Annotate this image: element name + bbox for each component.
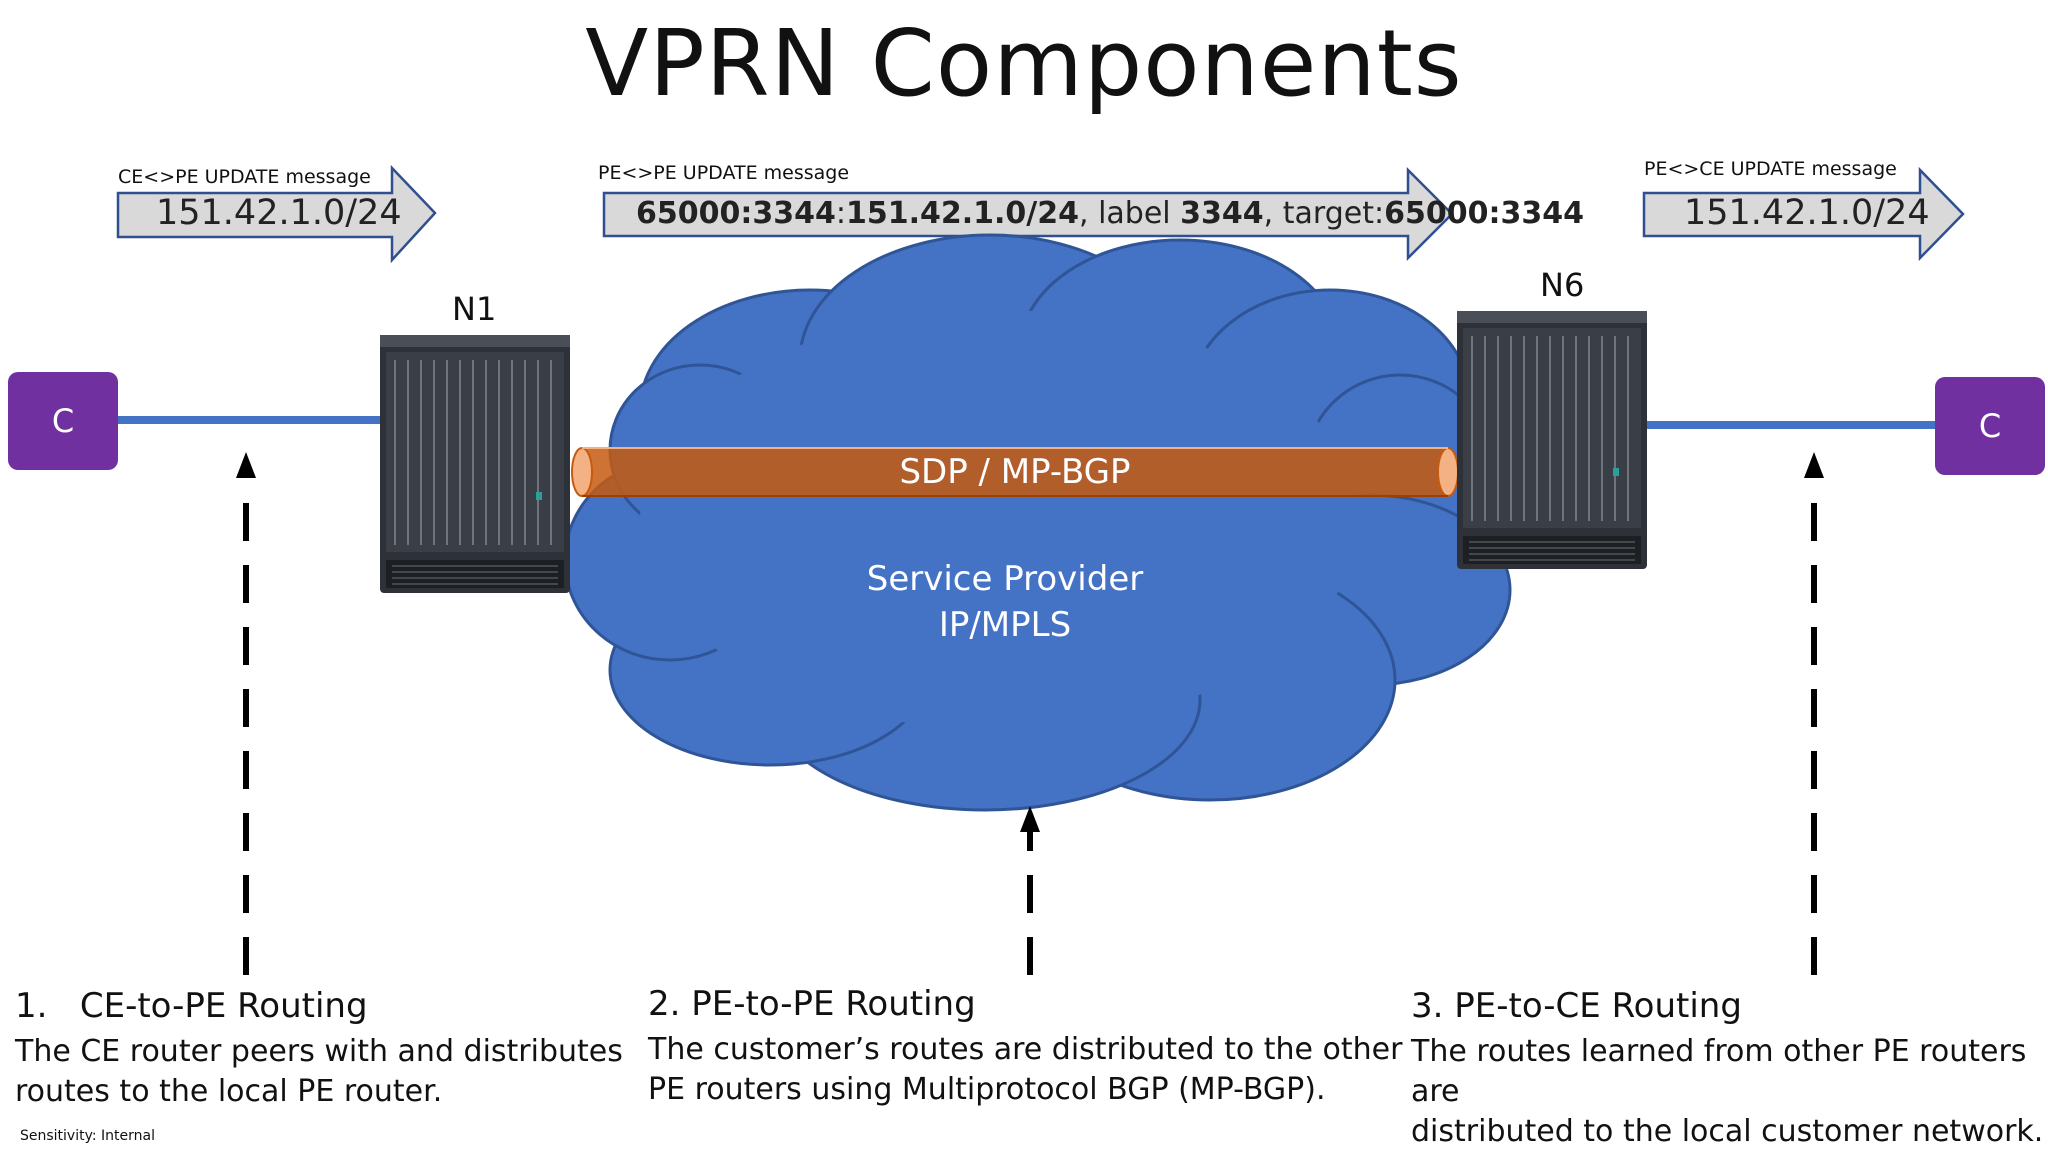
router-n6-label: N6 (1540, 266, 1585, 304)
step-body-line2: distributed to the local customer networ… (1411, 1114, 2044, 1149)
pe-pe-target-text: , target: (1263, 196, 1385, 231)
page-title: VPRN Components (585, 10, 1463, 117)
step-body-line1: The CE router peers with and distributes (15, 1034, 623, 1069)
router-n1-label: N1 (452, 290, 497, 328)
sdp-tunnel (571, 447, 1459, 497)
step-body-line1: The routes learned from other PE routers… (1411, 1034, 2027, 1109)
pe-ce-message-caption: PE<>CE UPDATE message (1644, 158, 1897, 180)
pe-pe-label-text: , label (1079, 196, 1181, 231)
pe-pe-rd-prefix: 65000:3344 (636, 196, 836, 231)
pointer-arrow-pe-pe (1020, 806, 1040, 975)
pe-pe-target-value: 65000:3344 (1384, 196, 1584, 231)
pe-pe-separator: : (835, 196, 846, 231)
pe-pe-message-content: 65000:3344:151.42.1.0/24, label 3344, ta… (636, 196, 1584, 231)
ce-right-box: C (1935, 377, 2045, 475)
pe-pe-message-arrow (602, 166, 1454, 262)
pe-pe-prefix: 151.42.1.0/24 (845, 196, 1079, 231)
pointer-arrow-pe-ce (1804, 452, 1824, 975)
step-body-line2: routes to the local PE router. (15, 1074, 443, 1109)
pe-ce-message-arrow (1642, 166, 1965, 262)
sensitivity-footer: Sensitivity: Internal (20, 1128, 155, 1144)
tunnel-label: SDP / MP-BGP (899, 452, 1131, 492)
step-title: 2. PE-to-PE Routing (648, 984, 976, 1024)
step-title: 1. CE-to-PE Routing (15, 986, 368, 1026)
router-n1-icon (380, 335, 570, 593)
ce-left-box: C (8, 372, 118, 470)
step-pe-to-pe: 2. PE-to-PE Routing The customer’s route… (648, 984, 1402, 1110)
step-body-line2: PE routers using Multiprotocol BGP (MP-B… (648, 1072, 1326, 1107)
cloud-label-line1: Service Provider (866, 559, 1144, 599)
pe-pe-message-caption: PE<>PE UPDATE message (598, 162, 850, 184)
ce-pe-message-caption: CE<>PE UPDATE message (118, 166, 371, 188)
ce-pe-message-route: 151.42.1.0/24 (156, 193, 402, 233)
step-ce-to-pe: 1. CE-to-PE Routing The CE router peers … (15, 986, 623, 1112)
ce-pe-message-arrow (116, 164, 437, 264)
pe-pe-label-value: 3344 (1180, 196, 1264, 231)
pointer-arrow-ce-pe (236, 452, 256, 975)
step-title: 3. PE-to-CE Routing (1411, 986, 1742, 1026)
router-n6-icon (1457, 311, 1647, 569)
cloud-label: Service Provider IP/MPLS (800, 556, 1210, 648)
step-body-line1: The customer’s routes are distributed to… (648, 1032, 1403, 1067)
step-pe-to-ce: 3. PE-to-CE Routing The routes learned f… (1411, 986, 2048, 1152)
cloud-label-line2: IP/MPLS (938, 605, 1072, 645)
pe-ce-message-route: 151.42.1.0/24 (1684, 193, 1930, 233)
